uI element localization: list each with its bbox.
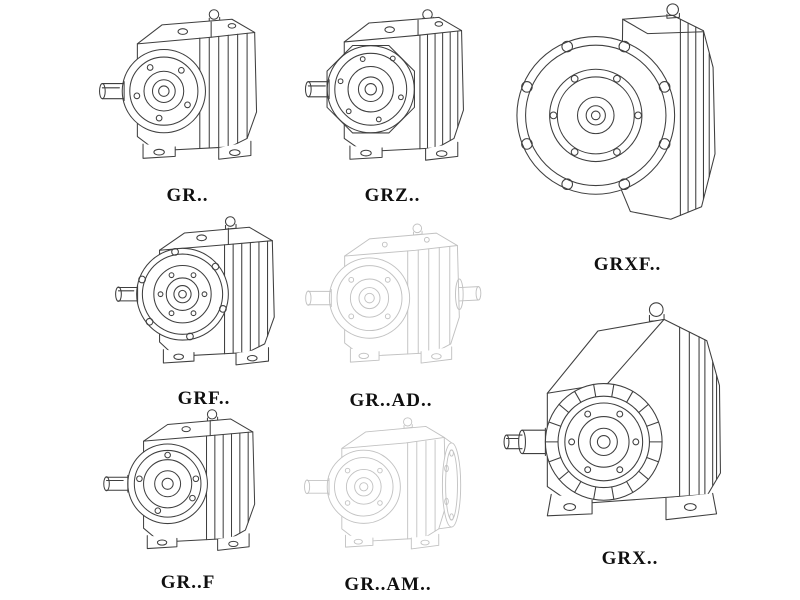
grz-gearbox-drawing <box>290 6 495 181</box>
gr-gearbox-drawing <box>85 6 290 181</box>
gr-ad-gearbox-drawing <box>292 214 490 386</box>
gearbox-figure-grxf: GRXF.. <box>505 0 750 276</box>
gearbox-label-gr: GR.. <box>166 185 209 206</box>
gearbox-figure-gr-f: GR..F <box>92 406 284 594</box>
gearbox-figure-gr-ad: GR..AD.. <box>292 214 490 412</box>
gr-am-gearbox-drawing <box>290 410 486 570</box>
gr-f-gearbox-drawing <box>92 406 284 568</box>
gearbox-figure-grz: GRZ.. <box>290 6 495 207</box>
grf-gearbox-drawing <box>105 212 303 384</box>
gearbox-label-gr-f: GR..F <box>160 572 216 593</box>
gearbox-label-grz: GRZ.. <box>364 185 421 206</box>
grxf-gearbox-drawing <box>505 0 750 250</box>
gearbox-label-gr-ad: GR..AD.. <box>349 390 433 411</box>
gearbox-figure-grf: GRF.. <box>105 212 303 410</box>
gearbox-figure-grx: GRX.. <box>498 296 762 570</box>
gearbox-label-grxf: GRXF.. <box>593 254 662 275</box>
gearbox-label-grf: GRF.. <box>177 388 231 409</box>
gearbox-figure-gr-am: GR..AM.. <box>290 410 486 596</box>
gearbox-label-gr-am: GR..AM.. <box>344 574 432 595</box>
gearbox-label-grx: GRX.. <box>601 548 659 569</box>
grx-gearbox-drawing <box>498 296 762 544</box>
gearbox-figure-gr: GR.. <box>85 6 290 207</box>
